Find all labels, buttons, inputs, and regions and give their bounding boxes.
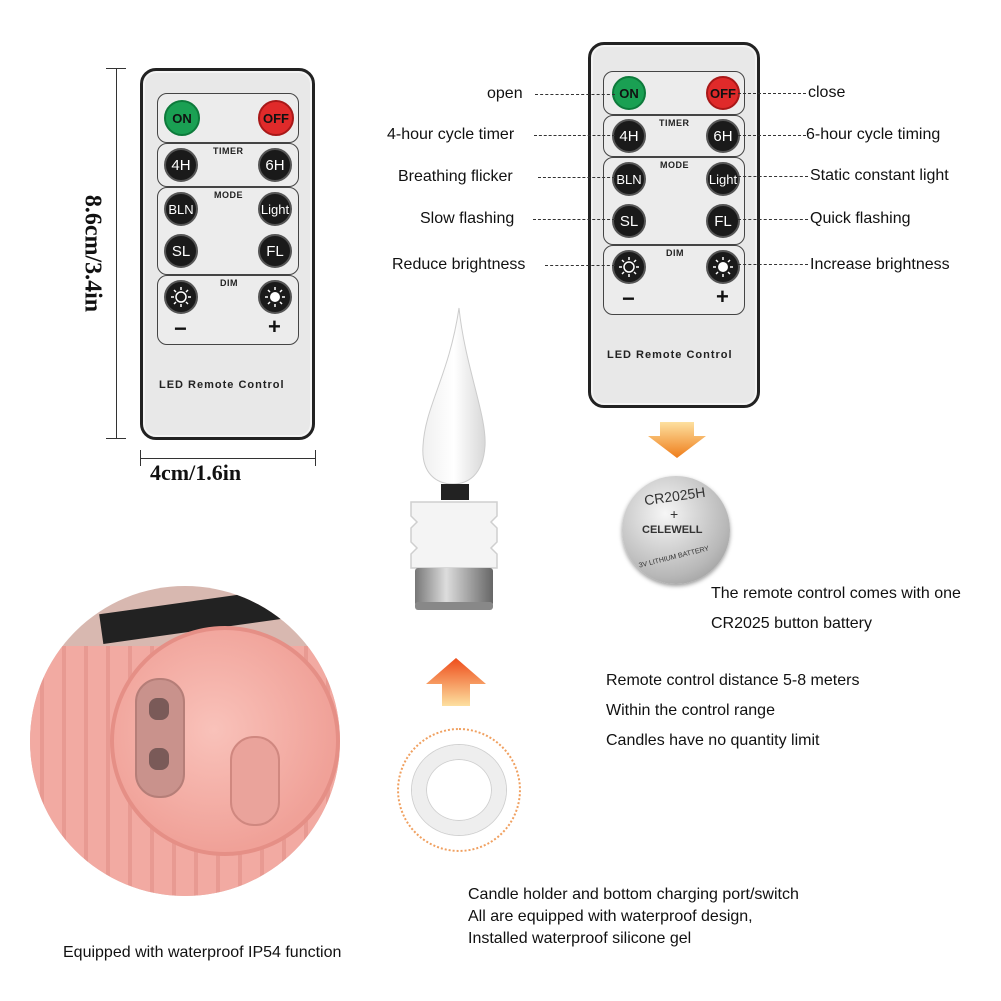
- holder-line3: Installed waterproof silicone gel: [468, 930, 692, 947]
- dimension-width-label: 4cm/1.6in: [150, 460, 242, 485]
- dim-label-right: DIM: [666, 248, 684, 258]
- battery-caption-line2: CR2025 button battery: [711, 615, 872, 632]
- off-button-right[interactable]: OFF: [706, 76, 740, 110]
- dim-panel: DIM − +: [157, 275, 299, 345]
- remote-control-left: ON OFF TIMER 4H 6H MODE BLN Light SL FL …: [140, 68, 315, 440]
- remote-brand-label-right: LED Remote Control: [607, 349, 733, 361]
- timer-6h-button-right[interactable]: 6H: [706, 119, 740, 153]
- bln-button-right[interactable]: BLN: [612, 162, 646, 196]
- on-button-right[interactable]: ON: [612, 76, 646, 110]
- sun-bright-icon: [713, 257, 733, 277]
- dim-down-button[interactable]: [164, 280, 198, 314]
- timer-4h-button-right[interactable]: 4H: [612, 119, 646, 153]
- candle-bottom-photo: [30, 586, 340, 896]
- leader-4h: [534, 135, 615, 136]
- candle-base-disc: [110, 626, 340, 856]
- leader-close: [738, 93, 806, 94]
- arrow-down-icon: [648, 422, 706, 458]
- battery-caption-line1: The remote control comes with one: [711, 585, 961, 602]
- annotation-4h: 4-hour cycle timer: [387, 126, 515, 143]
- battery-cr2025: CR2025H + CELEWELL 3V LITHIUM BATTERY: [622, 476, 730, 584]
- range-line1: Remote control distance 5-8 meters: [606, 672, 860, 689]
- dim-up-button-right[interactable]: [706, 250, 740, 284]
- power-panel-right: ON OFF: [603, 71, 745, 115]
- fl-button-right[interactable]: FL: [706, 204, 740, 238]
- sl-button-right[interactable]: SL: [612, 204, 646, 238]
- silicone-ring: [412, 745, 506, 835]
- battery-sub: 3V LITHIUM BATTERY: [638, 545, 710, 570]
- light-button-right[interactable]: Light: [706, 162, 740, 196]
- sun-bright-icon: [265, 287, 285, 307]
- plus-sign: +: [268, 314, 281, 339]
- bln-button[interactable]: BLN: [164, 192, 198, 226]
- minus-sign-right: −: [622, 286, 635, 311]
- mode-label-right: MODE: [660, 160, 689, 170]
- switch-slot[interactable]: [135, 678, 185, 798]
- mode-panel-right: MODE BLN Light SL FL: [603, 157, 745, 245]
- sun-dim-icon: [171, 287, 191, 307]
- annotation-increase: Increase brightness: [810, 256, 950, 273]
- annotation-slow: Slow flashing: [420, 210, 515, 227]
- silicone-ring-frame: [397, 728, 521, 852]
- leader-breathing: [538, 177, 615, 178]
- mode-label: MODE: [214, 190, 243, 200]
- timer-panel-right: TIMER 4H 6H: [603, 115, 745, 157]
- dim-panel-right: DIM − +: [603, 245, 745, 315]
- timer-label-right: TIMER: [659, 118, 690, 128]
- annotation-open: open: [487, 85, 523, 102]
- dimension-height-label: 8.6cm/3.4in: [79, 194, 106, 313]
- leader-6h: [738, 135, 806, 136]
- leader-slow: [533, 219, 615, 220]
- annotation-static: Static constant light: [810, 167, 949, 184]
- flame-bulb-icon: [410, 307, 498, 610]
- minus-sign: −: [174, 316, 187, 341]
- annotation-close: close: [808, 84, 846, 101]
- leader-increase: [738, 264, 808, 265]
- light-button[interactable]: Light: [258, 192, 292, 226]
- timer-6h-button[interactable]: 6H: [258, 148, 292, 182]
- remote-brand-label: LED Remote Control: [159, 379, 285, 391]
- leader-static: [738, 176, 808, 177]
- mode-panel: MODE BLN Light SL FL: [157, 187, 299, 275]
- range-line2: Within the control range: [606, 702, 775, 719]
- on-button[interactable]: ON: [164, 100, 200, 136]
- annotation-6h: 6-hour cycle timing: [806, 126, 941, 143]
- fl-button[interactable]: FL: [258, 234, 292, 268]
- annotation-breathing: Breathing flicker: [398, 168, 513, 185]
- off-button[interactable]: OFF: [258, 100, 294, 136]
- power-panel: ON OFF: [157, 93, 299, 143]
- waterproof-caption: Equipped with waterproof IP54 function: [63, 944, 342, 961]
- annotation-quick: Quick flashing: [810, 210, 911, 227]
- battery-plus: +: [670, 506, 679, 522]
- charging-port[interactable]: [230, 736, 280, 826]
- dim-label: DIM: [220, 278, 238, 288]
- timer-panel: TIMER 4H 6H: [157, 143, 299, 187]
- sun-dim-icon: [619, 257, 639, 277]
- remote-control-right: ON OFF TIMER 4H 6H MODE BLN Light SL FL …: [588, 42, 760, 408]
- timer-label: TIMER: [213, 146, 244, 156]
- sl-button[interactable]: SL: [164, 234, 198, 268]
- leader-open: [535, 94, 615, 95]
- battery-brand: CELEWELL: [642, 524, 703, 536]
- annotation-reduce: Reduce brightness: [392, 256, 526, 273]
- timer-4h-button[interactable]: 4H: [164, 148, 198, 182]
- battery-model: CR2025H: [643, 483, 707, 509]
- holder-line1: Candle holder and bottom charging port/s…: [468, 886, 799, 903]
- leader-quick: [738, 219, 808, 220]
- arrow-up-icon: [426, 658, 486, 706]
- leader-reduce: [545, 265, 615, 266]
- range-line3: Candles have no quantity limit: [606, 732, 820, 749]
- dim-down-button-right[interactable]: [612, 250, 646, 284]
- holder-line2: All are equipped with waterproof design,: [468, 908, 753, 925]
- dim-up-button[interactable]: [258, 280, 292, 314]
- plus-sign-right: +: [716, 284, 729, 309]
